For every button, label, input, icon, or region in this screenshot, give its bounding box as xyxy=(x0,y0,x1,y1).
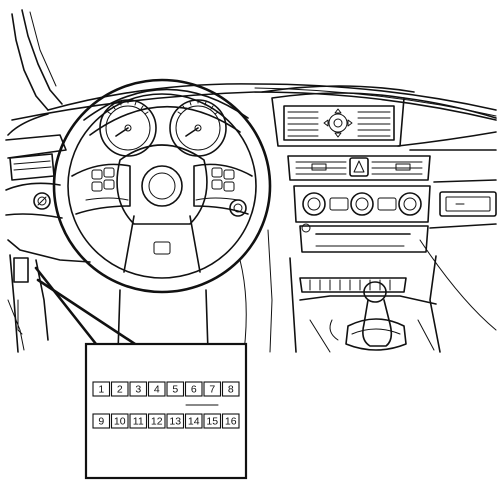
connector-pin: 8 xyxy=(221,381,240,397)
connector-pin-number: 5 xyxy=(172,384,178,396)
connector-pin-number: 3 xyxy=(135,384,141,396)
right-dash-panel xyxy=(397,97,497,331)
a-pillar xyxy=(11,9,63,111)
connector-pin-box xyxy=(221,381,240,397)
connector-pin-box xyxy=(184,413,203,429)
connector-pin: 12 xyxy=(147,413,166,429)
callout-leader xyxy=(34,266,140,348)
radio-unit xyxy=(299,223,429,253)
connector-pin-number: 9 xyxy=(98,416,104,428)
connector-pin-number: 1 xyxy=(98,384,104,396)
button-strip xyxy=(299,277,407,293)
connector-pin-box xyxy=(203,413,222,429)
connector-pin-box xyxy=(147,381,166,397)
connector-pin-number: 13 xyxy=(169,416,181,428)
connector-pin-box xyxy=(166,413,185,429)
connector-pin-box xyxy=(110,381,129,397)
left-dash-panel xyxy=(5,134,91,351)
ignition-start-button xyxy=(229,199,247,217)
connector-pin: 5 xyxy=(166,381,185,397)
connector-pin-box xyxy=(203,381,222,397)
connector-pin: 10 xyxy=(110,413,129,429)
gear-shifter xyxy=(345,281,407,351)
connector-pin-number: 2 xyxy=(117,384,123,396)
connector-pin: 16 xyxy=(221,413,240,429)
right-temperature-knob xyxy=(398,192,422,216)
connector-pin-box xyxy=(129,381,148,397)
center-display-housing xyxy=(261,85,415,147)
steering-wheel xyxy=(52,78,272,294)
center-console-lower xyxy=(289,255,441,353)
connector-pin-number: 14 xyxy=(188,416,200,428)
connector-pin-number: 10 xyxy=(114,416,126,428)
center-air-vents xyxy=(287,155,431,181)
connector-pin-box xyxy=(92,381,111,397)
display-slats xyxy=(287,111,391,137)
volume-knob xyxy=(350,192,374,216)
connector-pin-number: 11 xyxy=(133,416,144,428)
connector-pin-box xyxy=(166,381,185,397)
connector-pin: 13 xyxy=(166,413,185,429)
connector-pin-box xyxy=(129,413,148,429)
connector-pin-number: 4 xyxy=(154,384,160,396)
connector-pin: 15 xyxy=(203,413,222,429)
connector-pin: 9 xyxy=(92,413,111,429)
glovebox-handle xyxy=(439,191,497,217)
connector-pin-box xyxy=(184,381,203,397)
connector-pin: 4 xyxy=(147,381,166,397)
steering-hub xyxy=(116,144,208,255)
connector-pin-number: 12 xyxy=(151,416,163,428)
connector-pin: 7 xyxy=(203,381,222,397)
connector-pin-number: 8 xyxy=(228,384,234,396)
connector-pin-number: 7 xyxy=(209,384,215,396)
connector-pin: 2 xyxy=(110,381,129,397)
left-lower-panel xyxy=(9,254,49,353)
right-wheel-buttons xyxy=(211,167,235,192)
climate-controls xyxy=(293,185,431,223)
connector-pin: 11 xyxy=(129,413,148,429)
light-switch-knob xyxy=(33,192,51,210)
connector-pin-box xyxy=(221,413,240,429)
connector-pin-box xyxy=(92,413,111,429)
connector-pin: 6 xyxy=(184,381,203,397)
connector-pin-box xyxy=(110,413,129,429)
navigation-controller-icon xyxy=(323,108,353,138)
connector-pin: 3 xyxy=(129,381,148,397)
connector-pin: 1 xyxy=(92,381,111,397)
left-air-vent xyxy=(9,153,55,181)
left-temperature-knob xyxy=(302,192,326,216)
connector-pin-number: 6 xyxy=(191,384,197,396)
hazard-button xyxy=(349,157,369,177)
connector-bottom-row: 9 10 11 12 13 14 15 16 xyxy=(92,413,240,429)
connector-pin-number: 15 xyxy=(206,416,218,428)
connector-pin-box xyxy=(147,413,166,429)
steering-column xyxy=(117,229,273,353)
connector-pin: 14 xyxy=(184,413,203,429)
left-wheel-buttons xyxy=(91,167,115,192)
connector-pin-number: 16 xyxy=(225,416,237,428)
